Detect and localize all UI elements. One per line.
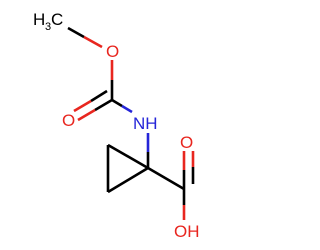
hydroxyl-label: OH xyxy=(174,222,200,241)
acid-oxygen-label: O xyxy=(180,133,193,152)
bond-ring-3 xyxy=(107,166,149,194)
structure-canvas: H 3 C O O NH O OH xyxy=(33,10,200,241)
molecule-diagram: H 3 C O O NH O OH xyxy=(33,10,200,241)
nh-label: NH xyxy=(133,114,158,133)
bond-carbon-nitrogen-blue xyxy=(121,104,133,114)
bond-methyl-ester-o-red xyxy=(83,35,103,49)
bond-ring-carboxyl xyxy=(147,166,185,191)
methyl-c-label: C xyxy=(51,10,63,29)
methyl-h-label: H xyxy=(33,10,45,29)
bond-ring-1 xyxy=(107,143,149,170)
ester-oxygen-label: O xyxy=(106,42,119,61)
bond-carbonyl-black-2 xyxy=(90,89,108,103)
methyl-subscript-label: 3 xyxy=(45,21,51,33)
bond-methyl-ester-o-black xyxy=(67,26,85,39)
bond-carbonyl-black-1 xyxy=(94,98,113,112)
bond-carbonyl-red-2 xyxy=(73,99,92,113)
bond-carbonyl-red-1 xyxy=(77,108,96,122)
bond-carbon-nitrogen-black xyxy=(111,98,123,108)
carbonyl-oxygen-label: O xyxy=(62,111,75,130)
